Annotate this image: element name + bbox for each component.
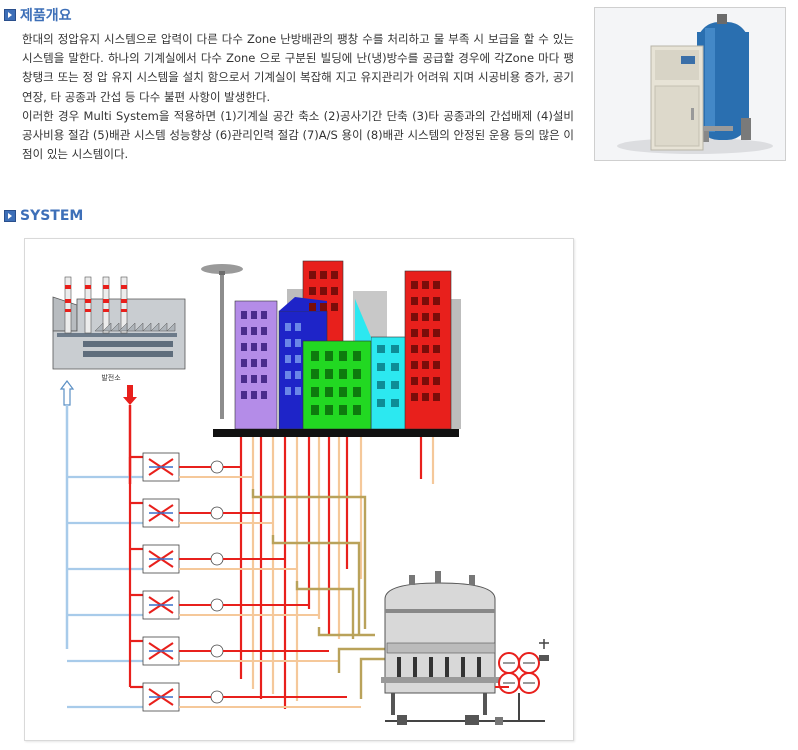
expansion-tank xyxy=(381,571,549,725)
overview-paragraph-1: 한대의 정압유지 시스템으로 압력이 다른 다수 Zone 난방배관의 팽창 수… xyxy=(22,32,574,104)
arrow-bullet-icon xyxy=(4,9,16,21)
system-title: SYSTEM xyxy=(20,208,84,224)
expansion-lines xyxy=(251,489,395,699)
building-cluster xyxy=(201,260,461,437)
overview-heading: 제품개요 xyxy=(4,5,72,25)
power-plant-icon xyxy=(52,276,186,370)
overview-description: 한대의 정압유지 시스템으로 압력이 다른 다수 Zone 난방배관의 팽창 수… xyxy=(22,30,574,164)
return-arrow-icon xyxy=(59,380,75,406)
supply-arrow-icon xyxy=(123,385,137,405)
system-heading: SYSTEM xyxy=(4,208,83,224)
system-diagram: 발전소 xyxy=(24,238,574,741)
product-photo xyxy=(594,7,786,161)
overview-paragraph-2: 이러한 경우 Multi System을 적용하면 (1)기계실 공간 축소 (… xyxy=(22,108,574,162)
plant-label: 발전소 xyxy=(101,373,121,382)
arrow-bullet-icon xyxy=(4,210,16,222)
heat-exchanger-rows xyxy=(67,452,361,712)
overview-title: 제품개요 xyxy=(20,8,72,24)
